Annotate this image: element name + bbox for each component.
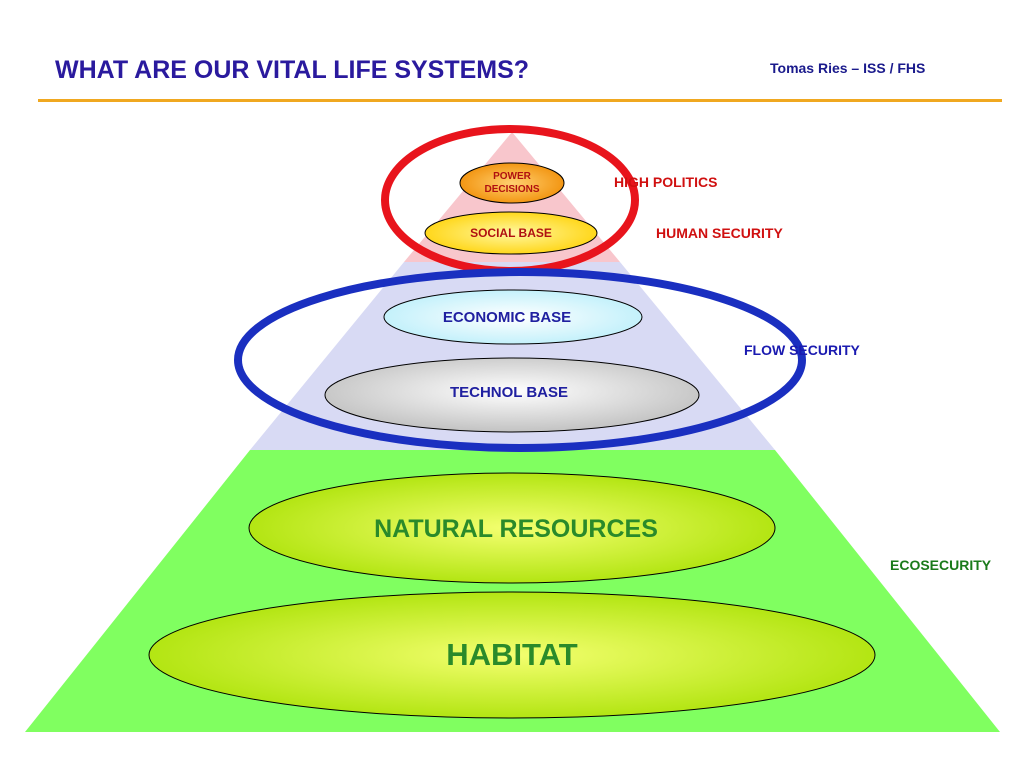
habitat-layer <box>148 591 876 719</box>
author-credit: Tomas Ries – ISS / FHS <box>770 60 926 76</box>
social-base-label: SOCIAL BASE <box>470 226 552 240</box>
high-politics-label: HIGH POLITICS <box>614 174 717 190</box>
economic-base-label: ECONOMIC BASE <box>443 309 571 326</box>
flow-security-ring <box>234 268 806 452</box>
social-base-layer <box>424 211 598 255</box>
technol-base-layer <box>324 357 700 433</box>
power-decisions-label-1: POWER <box>493 171 532 182</box>
natural-resources-label: NATURAL RESOURCES <box>374 515 658 543</box>
power-decisions-label-2: DECISIONS <box>484 184 539 195</box>
natural-resources-layer <box>248 472 776 584</box>
economic-base-layer <box>383 289 643 345</box>
human-security-label: HUMAN SECURITY <box>656 225 783 241</box>
header-divider <box>38 99 1002 102</box>
power-decisions-layer <box>459 162 565 204</box>
technol-base-label: TECHNOL BASE <box>450 384 568 401</box>
habitat-label: HABITAT <box>446 637 577 672</box>
page-title: WHAT ARE OUR VITAL LIFE SYSTEMS? <box>55 56 530 84</box>
ecosecurity-label: ECOSECURITY <box>890 557 992 573</box>
flow-security-label: FLOW SECURITY <box>744 342 861 358</box>
